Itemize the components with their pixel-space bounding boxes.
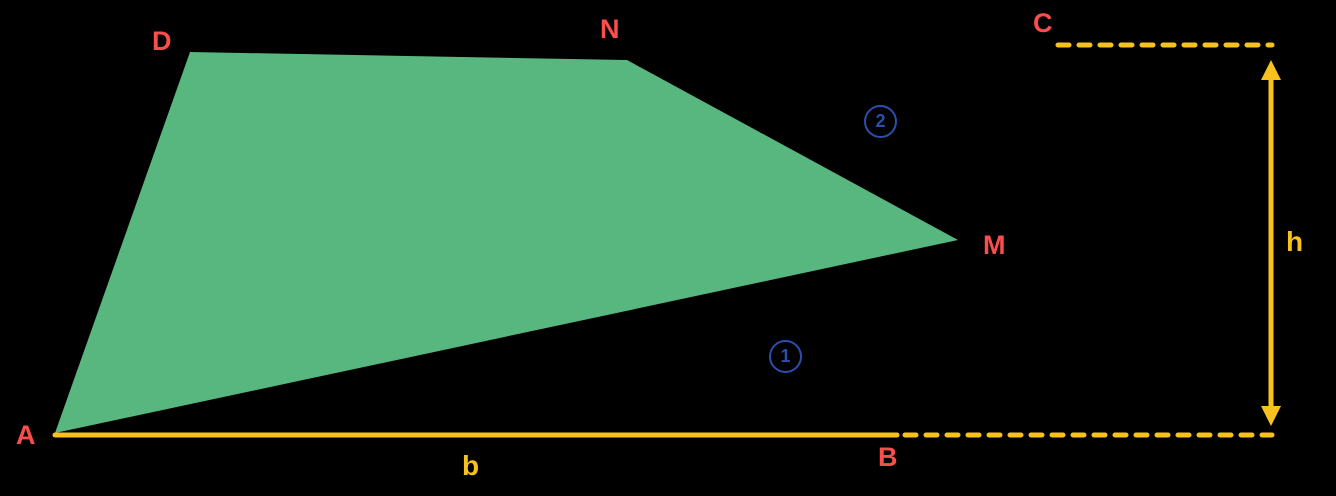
vertex-label-m: M — [983, 230, 1006, 260]
vertex-label-d: D — [152, 26, 172, 56]
vertex-label-n: N — [600, 14, 620, 44]
region-marker-1-number: 1 — [780, 346, 791, 366]
arrowhead-up-icon — [1261, 60, 1281, 80]
vertex-label-b: B — [878, 442, 898, 472]
height-measure-label: h — [1286, 226, 1304, 257]
region-marker-2: 2 — [864, 105, 897, 138]
arrowhead-down-icon — [1261, 406, 1281, 426]
region-marker-2-number: 2 — [875, 111, 886, 131]
trapezoid-shape — [55, 52, 958, 433]
vertex-label-c: C — [1033, 8, 1053, 38]
vertex-label-a: A — [16, 420, 36, 450]
region-marker-1: 1 — [769, 340, 802, 373]
base-measure-label: b — [462, 450, 480, 481]
